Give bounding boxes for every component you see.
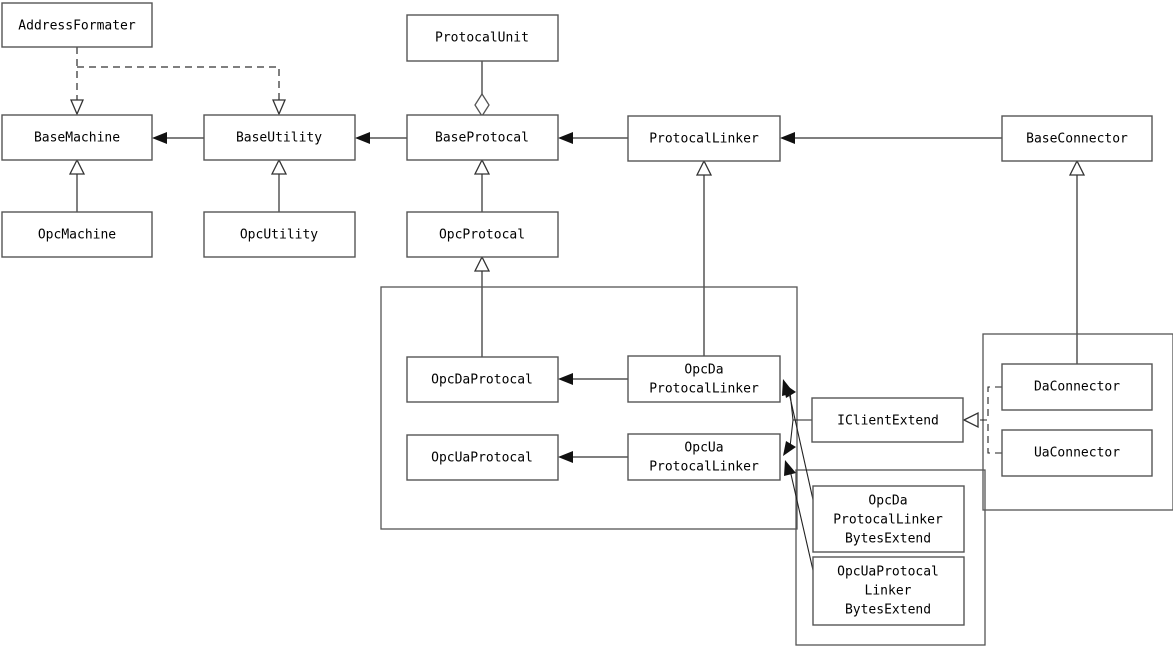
- class-label-OpcUaProtocalLinker-line2: ProtocalLinker: [649, 460, 759, 475]
- class-box-OpcUaProtocal[interactable]: OpcUaProtocal: [406, 434, 559, 481]
- class-label-OpcDaProtocalLinkerBytesExtend-line1: OpcDa: [868, 494, 907, 509]
- arrowhead-opcualinker-from-uabytesextend: [784, 460, 796, 476]
- group-box-extend-group: [795, 469, 986, 646]
- class-box-OpcMachine[interactable]: OpcMachine: [1, 211, 153, 258]
- class-rect-OpcUaProtocal[interactable]: [406, 434, 559, 481]
- class-box-UaConnector[interactable]: UaConnector: [1001, 429, 1153, 477]
- class-label-OpcUaProtocalLinkerBytesExtend-line3: BytesExtend: [845, 603, 931, 618]
- edge-addressformater-baseutility-line: [77, 66, 280, 104]
- class-label-AddressFormater: AddressFormater: [18, 19, 136, 34]
- class-box-OpcProtocal[interactable]: OpcProtocal: [406, 211, 559, 258]
- edge-connector-realizations: [962, 386, 1002, 454]
- group-boxes-layer: [380, 286, 1173, 646]
- class-box-OpcDaProtocalLinker[interactable]: OpcDa ProtocalLinker: [627, 355, 781, 403]
- class-rect-BaseUtility[interactable]: [203, 114, 356, 161]
- class-rect-ProtocalUnit[interactable]: [406, 14, 559, 62]
- arrowhead-opcdalinker-from-dabytesextend: [782, 379, 794, 396]
- arrowhead-protocallinker: [780, 132, 795, 144]
- class-box-AddressFormater[interactable]: AddressFormater: [1, 2, 153, 48]
- arrowhead-baseutility: [355, 132, 370, 144]
- class-box-DaConnector[interactable]: DaConnector: [1001, 363, 1153, 411]
- edge-addressformater-dependencies: [70, 47, 286, 116]
- aggregation-diamond-baseprotocal: [474, 92, 490, 118]
- class-rect-IClientExtend[interactable]: [811, 397, 964, 443]
- class-box-ProtocalLinker[interactable]: ProtocalLinker: [627, 115, 781, 162]
- class-rect-OpcUtility[interactable]: [203, 211, 356, 258]
- class-label-ProtocalLinker: ProtocalLinker: [649, 132, 759, 147]
- class-box-BaseUtility[interactable]: BaseUtility: [203, 114, 356, 161]
- class-label-OpcUaProtocalLinker-line1: OpcUa: [684, 441, 723, 456]
- edge-uaconnector-iclientextend-line: [987, 420, 1002, 454]
- class-label-BaseConnector: BaseConnector: [1026, 132, 1128, 147]
- class-rect-OpcProtocal[interactable]: [406, 211, 559, 258]
- class-label-ProtocalUnit: ProtocalUnit: [435, 31, 529, 46]
- generalization-triangle-baseprotocal: [473, 158, 491, 175]
- class-rect-OpcUaProtocalLinkerBytesExtend[interactable]: [812, 556, 965, 626]
- generalization-triangle-opcprotocal: [473, 255, 491, 272]
- class-label-OpcDaProtocalLinker-line2: ProtocalLinker: [649, 382, 759, 397]
- class-box-BaseConnector[interactable]: BaseConnector: [1001, 115, 1153, 162]
- class-box-BaseProtocal[interactable]: BaseProtocal: [406, 114, 559, 161]
- arrowhead-opcualinker-from-iclientextend: [783, 441, 796, 456]
- class-label-OpcDaProtocalLinkerBytesExtend-line3: BytesExtend: [845, 532, 931, 547]
- class-rect-BaseConnector[interactable]: [1001, 115, 1153, 162]
- class-box-IClientExtend[interactable]: IClientExtend: [811, 397, 964, 443]
- class-label-OpcMachine: OpcMachine: [38, 228, 116, 243]
- class-box-OpcUaProtocalLinkerBytesExtend[interactable]: OpcUaProtocal Linker BytesExtend: [812, 556, 965, 626]
- arrowhead-opcuaprotocal: [558, 451, 573, 463]
- class-rect-BaseProtocal[interactable]: [406, 114, 559, 161]
- group-box-protocal-group: [380, 286, 798, 530]
- class-rect-ProtocalLinker[interactable]: [627, 115, 781, 162]
- class-label-OpcDaProtocalLinkerBytesExtend-line2: ProtocalLinker: [833, 513, 943, 528]
- group-box-connector-group: [982, 333, 1173, 511]
- class-label-BaseUtility: BaseUtility: [236, 131, 322, 146]
- class-label-OpcUaProtocalLinkerBytesExtend-line1: OpcUaProtocal: [837, 565, 939, 580]
- edge-chain-horizontal: [152, 132, 1002, 144]
- edge-linker-to-protocal: [558, 373, 628, 463]
- class-label-BaseProtocal: BaseProtocal: [435, 131, 529, 146]
- class-rect-OpcUaProtocalLinker[interactable]: [627, 433, 781, 481]
- open-arrow-baseutility: [272, 99, 286, 116]
- class-label-OpcDaProtocalLinker-line1: OpcDa: [684, 363, 723, 378]
- edge-iclientextend-opcualinker-line: [789, 419, 812, 448]
- class-label-OpcProtocal: OpcProtocal: [439, 228, 525, 243]
- class-rect-OpcDaProtocalLinkerBytesExtend[interactable]: [812, 485, 965, 553]
- class-boxes-layer: AddressFormater BaseMachine OpcMachine B…: [1, 2, 1153, 626]
- generalization-triangle-protocallinker: [695, 159, 713, 176]
- class-box-OpcUaProtocalLinker[interactable]: OpcUa ProtocalLinker: [627, 433, 781, 481]
- arrowhead-baseprotocal: [558, 132, 573, 144]
- open-arrow-basemachine: [70, 99, 84, 116]
- class-label-UaConnector: UaConnector: [1034, 446, 1120, 461]
- class-box-ProtocalUnit[interactable]: ProtocalUnit: [406, 14, 559, 62]
- class-label-OpcUaProtocal: OpcUaProtocal: [431, 451, 533, 466]
- class-box-OpcDaProtocalLinkerBytesExtend[interactable]: OpcDa ProtocalLinker BytesExtend: [812, 485, 965, 553]
- edge-protocalunit-baseprotocal: [474, 61, 490, 118]
- class-rect-AddressFormater[interactable]: [1, 2, 153, 48]
- class-rect-OpcDaProtocalLinker[interactable]: [627, 355, 781, 403]
- generalization-triangle-baseconnector: [1068, 159, 1086, 176]
- generalization-triangle-basemachine: [68, 158, 86, 175]
- arrowhead-basemachine: [152, 132, 167, 144]
- edge-daconnector-iclientextend-line: [978, 386, 1002, 421]
- class-label-IClientExtend: IClientExtend: [837, 414, 939, 429]
- class-label-DaConnector: DaConnector: [1034, 380, 1120, 395]
- generalization-triangle-baseutility: [270, 158, 288, 175]
- class-rect-DaConnector[interactable]: [1001, 363, 1153, 411]
- class-rect-OpcDaProtocal[interactable]: [406, 356, 559, 403]
- class-rect-BaseMachine[interactable]: [1, 114, 153, 161]
- class-box-BaseMachine[interactable]: BaseMachine: [1, 114, 153, 161]
- edge-iclientextend-opcdalinker-line: [789, 391, 812, 421]
- class-rect-UaConnector[interactable]: [1001, 429, 1153, 477]
- edge-generalizations: [68, 158, 1086, 364]
- class-rect-OpcMachine[interactable]: [1, 211, 153, 258]
- class-label-OpcUaProtocalLinkerBytesExtend-line2: Linker: [865, 584, 912, 599]
- class-label-OpcUtility: OpcUtility: [240, 228, 318, 243]
- arrowhead-opcdaprotocal: [558, 373, 573, 385]
- realization-triangle-iclientextend: [962, 411, 979, 429]
- class-box-OpcDaProtocal[interactable]: OpcDaProtocal: [406, 356, 559, 403]
- class-label-OpcDaProtocal: OpcDaProtocal: [431, 373, 533, 388]
- class-box-OpcUtility[interactable]: OpcUtility: [203, 211, 356, 258]
- class-label-BaseMachine: BaseMachine: [34, 131, 120, 146]
